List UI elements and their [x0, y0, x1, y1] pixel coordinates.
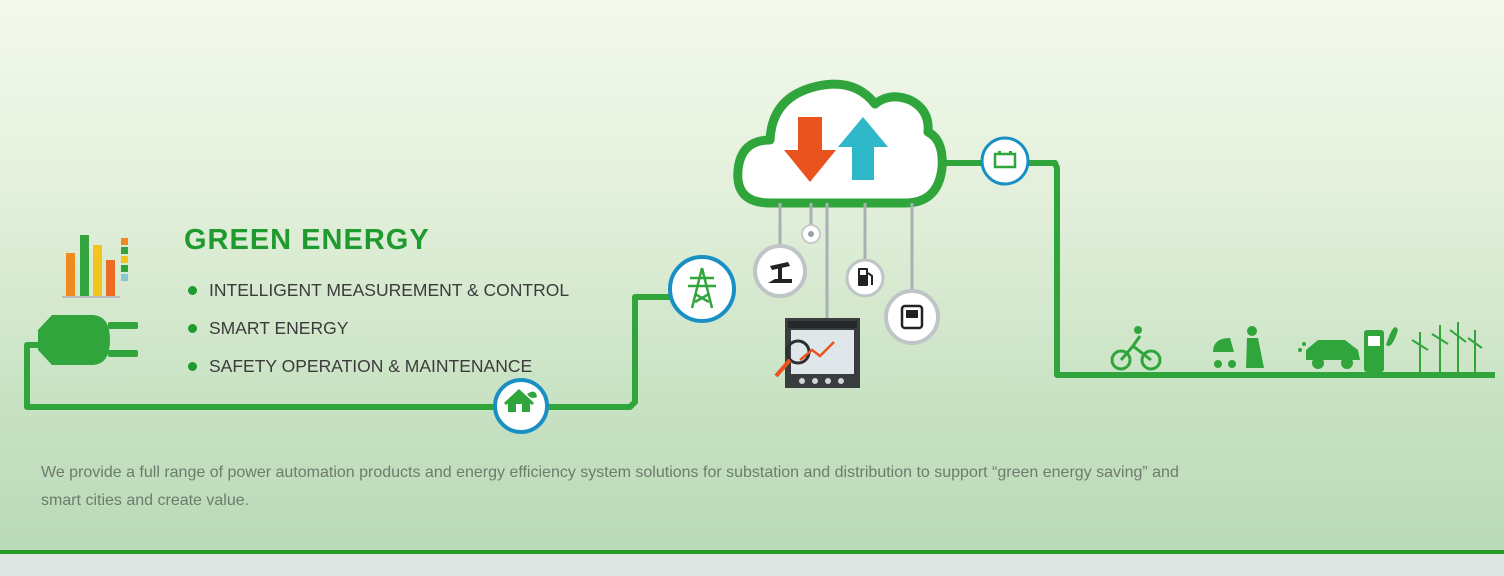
divider-line [0, 550, 1504, 554]
bar-chart-icon [62, 235, 128, 298]
feature-list: INTELLIGENT MEASUREMENT & CONTROL SMART … [188, 278, 569, 392]
cloud-icon [733, 79, 947, 208]
car-icon [1298, 340, 1360, 369]
cyclist-icon [1110, 326, 1162, 371]
power-meter-icon [774, 318, 860, 388]
feature-label: SAFETY OPERATION & MAINTENANCE [209, 356, 533, 376]
banner-description: We provide a full range of power automat… [41, 464, 1179, 509]
small-sensor-icon [801, 224, 821, 244]
house-leaf-icon [493, 378, 549, 434]
arrow-down-icon [784, 117, 836, 182]
battery-icon [980, 136, 1030, 186]
stroller-icon [1213, 326, 1264, 368]
wind-turbine-icon [1411, 322, 1483, 372]
arrow-up-icon [838, 117, 888, 180]
feature-item: SMART ENERGY [188, 316, 569, 354]
oil-pump-icon [753, 244, 807, 298]
banner-title: GREEN ENERGY [184, 224, 430, 256]
feature-label: SMART ENERGY [209, 318, 349, 338]
energy-line-left [24, 294, 690, 410]
transmission-tower-icon [668, 255, 736, 323]
plug-icon [38, 315, 138, 365]
feature-label: INTELLIGENT MEASUREMENT & CONTROL [209, 280, 570, 300]
fuel-pump-icon [845, 258, 885, 298]
monitor-icon [884, 289, 940, 345]
feature-item: INTELLIGENT MEASUREMENT & CONTROL [188, 278, 569, 316]
bullet-dot [188, 286, 197, 295]
footer-strip [0, 554, 1504, 576]
bullet-dot [188, 324, 197, 333]
feature-item: SAFETY OPERATION & MAINTENANCE [188, 354, 569, 392]
ev-charger-icon [1364, 327, 1398, 372]
bullet-dot [188, 362, 197, 371]
